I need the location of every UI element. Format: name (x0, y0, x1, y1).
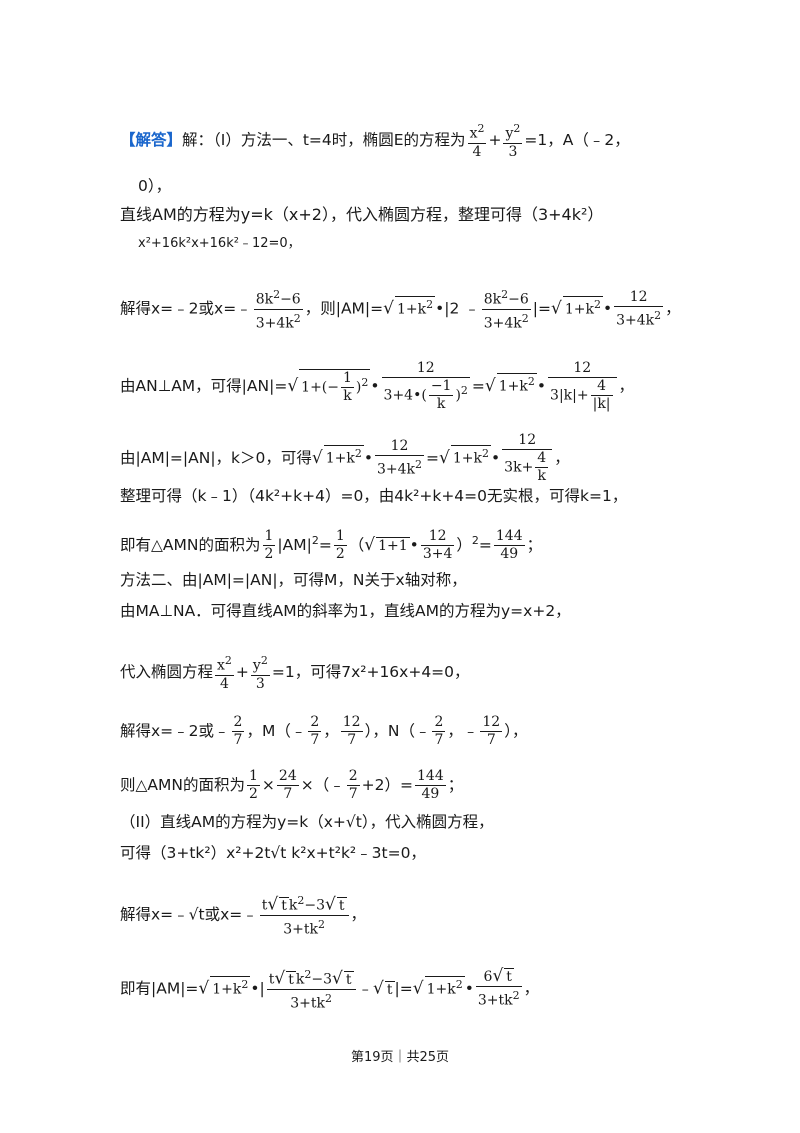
text: 可得（3+tk²）x²+2t√t k²x+t²k²﹣3t=0， (120, 844, 426, 862)
text: 即有△AMN的面积为 (120, 536, 261, 554)
text: ， (618, 377, 635, 395)
text: ， (350, 905, 367, 924)
text: ； (526, 536, 543, 554)
text: ， (511, 722, 528, 740)
text: 解得x=﹣√t或x=﹣ (120, 905, 258, 924)
text: 即有|AM|= (120, 979, 199, 998)
answer-line-4: x²+16k²x+16k²﹣12=0， (138, 234, 301, 254)
answer-line-3: 直线AM的方程为y=k（x+2），代入椭圆方程，整理可得（3+4k²） (120, 205, 603, 225)
text: x²+16k²x+16k²﹣12=0， (138, 236, 301, 251)
text: 解得x=﹣2或x=﹣ (120, 299, 252, 318)
text: ； (447, 776, 464, 794)
page-footer: 第19页｜共25页 (350, 1050, 450, 1065)
text: ， (523, 979, 540, 998)
text: 由|AM|=|AN|，k＞0，可得 (120, 449, 312, 467)
answer-line-16: 可得（3+tk²）x²+2t√t k²x+t²k²﹣3t=0， (120, 843, 426, 863)
text: ， (665, 299, 681, 318)
text: 解得x=﹣2或﹣ (120, 722, 230, 740)
text: ，则|AM|= (304, 299, 384, 318)
fraction: 4|k| (590, 378, 613, 412)
text: 整理可得（k﹣1）（4k²+k+4）=0，由4k²+k+4=0无实根，可得k=1… (120, 487, 628, 505)
text: 解：（I）方法一、t=4时，椭圆E的方程为 (182, 130, 466, 149)
text: ， (554, 449, 570, 467)
text: 直线AM的方程为y=k（x+2），代入椭圆方程，整理可得（3+4k²） (120, 205, 604, 224)
answer-tag: 【解答】 (120, 130, 183, 149)
text: 方法二、由|AM|=|AN|，可得M，N关于x轴对称， (120, 571, 467, 589)
answer-line-11: 由MA⊥NA．可得直线AM的斜率为1，直线AM的方程为y=x+2， (120, 601, 571, 621)
text: 由MA⊥NA．可得直线AM的斜率为1，直线AM的方程为y=x+2， (120, 602, 571, 620)
text: 则△AMN的面积为 (120, 776, 245, 794)
text: （II）直线AM的方程为y=k（x+√t），代入椭圆方程， (120, 813, 494, 831)
text: 0）， (138, 177, 172, 195)
answer-line-8: 整理可得（k﹣1）（4k²+k+4）=0，由4k²+k+4=0无实根，可得k=1… (120, 486, 627, 506)
answer-line-15: （II）直线AM的方程为y=k（x+√t），代入椭圆方程， (120, 812, 494, 832)
answer-line-10: 方法二、由|AM|=|AN|，可得M，N关于x轴对称， (120, 570, 467, 590)
text: 代入椭圆方程 (120, 662, 214, 681)
text: ，A（﹣2， (547, 130, 630, 149)
text: ，可得7x²+16x+4=0， (294, 662, 470, 681)
text: 由AN⊥AM，可得|AN|= (120, 377, 288, 395)
answer-line-2: 0）， (138, 176, 171, 196)
